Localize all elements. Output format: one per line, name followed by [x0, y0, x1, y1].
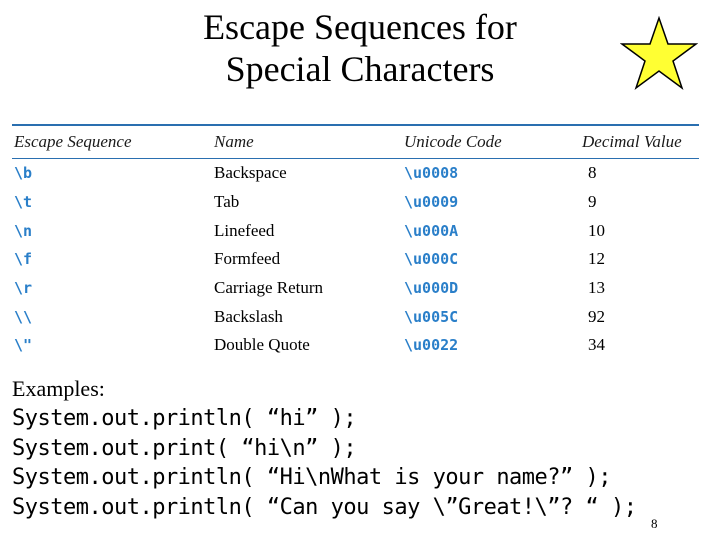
escape-cell: \t [14, 193, 33, 212]
name-cell: Tab [214, 192, 240, 212]
escape-cell: \r [14, 279, 33, 298]
slide-title-line-2: Special Characters [225, 49, 495, 89]
escape-cell: \f [14, 250, 33, 269]
code-line: System.out.println( “hi” ); [12, 406, 357, 431]
name-cell: Backslash [214, 306, 283, 326]
name-cell: Double Quote [214, 335, 310, 355]
unicode-cell: \u0008 [404, 164, 459, 183]
escape-cell: \b [14, 164, 33, 183]
table-row: \b Backspace \u0008 8 [12, 159, 699, 188]
unicode-cell: \u0009 [404, 193, 459, 212]
slide-title: Escape Sequences for Special Characters [0, 6, 720, 90]
table-row: \\ Backslash \u005C 92 [12, 302, 699, 331]
decimal-cell: 10 [588, 220, 605, 240]
header-unicode-code: Unicode Code [404, 132, 502, 151]
table-row: \r Carriage Return \u000D 13 [12, 274, 699, 303]
unicode-cell: \u005C [404, 307, 459, 326]
decimal-cell: 8 [588, 163, 597, 183]
table-row: \t Tab \u0009 9 [12, 188, 699, 217]
code-line: System.out.println( “Hi\nWhat is your na… [12, 465, 612, 490]
unicode-cell: \u000A [404, 221, 459, 240]
name-cell: Formfeed [214, 249, 281, 269]
unicode-cell: \u0022 [404, 336, 459, 355]
name-cell: Linefeed [214, 220, 275, 240]
table-header-row: Escape Sequence Name Unicode Code Decima… [12, 126, 699, 159]
header-escape-sequence: Escape Sequence [14, 132, 132, 151]
escape-cell: \\ [14, 307, 33, 326]
slide-title-line-1: Escape Sequences for [203, 7, 517, 47]
header-decimal-value: Decimal Value [582, 132, 682, 151]
unicode-cell: \u000C [404, 250, 459, 269]
escape-sequence-table: Escape Sequence Name Unicode Code Decima… [12, 124, 699, 360]
code-line: System.out.print( “hi\n” ); [12, 435, 357, 461]
table-top-rule [12, 124, 699, 126]
table-row: \" Double Quote \u0022 34 [12, 331, 699, 360]
header-name: Name [214, 132, 254, 151]
table-row: \n Linefeed \u000A 10 [12, 216, 699, 245]
page-number: 8 [651, 516, 658, 531]
table-row: \f Formfeed \u000C 12 [12, 245, 699, 274]
code-line: System.out.println( “Can you say \”Great… [12, 494, 637, 520]
decimal-cell: 34 [588, 335, 605, 355]
unicode-cell: \u000D [404, 279, 459, 298]
decimal-cell: 13 [588, 278, 605, 298]
name-cell: Backspace [214, 163, 287, 183]
decimal-cell: 9 [588, 192, 597, 212]
examples-label: Examples: [12, 376, 105, 401]
decimal-cell: 12 [588, 249, 605, 269]
escape-cell: \" [14, 336, 33, 355]
name-cell: Carriage Return [214, 278, 324, 298]
decimal-cell: 92 [588, 306, 605, 326]
star-icon [620, 16, 698, 90]
code-examples: System.out.println( “hi” ); System.out.p… [12, 404, 637, 522]
escape-cell: \n [14, 221, 33, 240]
